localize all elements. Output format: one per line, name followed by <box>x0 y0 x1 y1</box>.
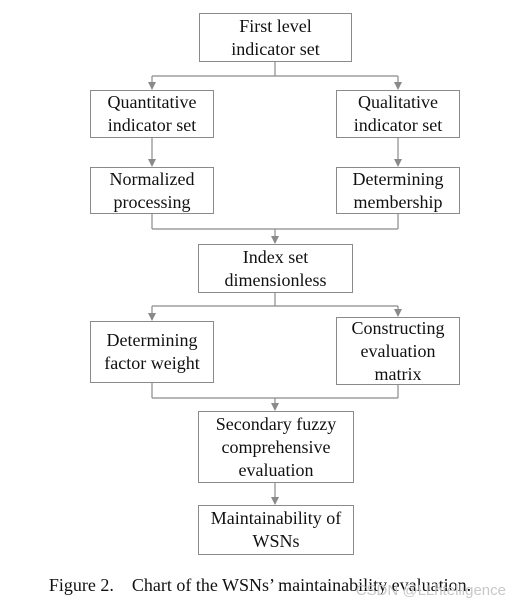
index-set-dimensionless-box: Index set dimensionless <box>198 244 353 293</box>
first-level-indicator-set-box: First level indicator set <box>199 13 352 62</box>
figure-caption: Figure 2. Chart of the WSNs’ maintainabi… <box>48 575 472 595</box>
qualitative-indicator-set-box: Qualitative indicator set <box>336 90 460 138</box>
normalized-processing-box: Normalized processing <box>90 167 214 214</box>
determining-factor-weight-box: Determining factor weight <box>90 321 214 383</box>
maintainability-of-wsns-box: Maintainability of WSNs <box>198 505 354 555</box>
determining-membership-box: Determining membership <box>336 167 460 214</box>
quantitative-indicator-set-box: Quantitative indicator set <box>90 90 214 138</box>
secondary-fuzzy-evaluation-box: Secondary fuzzy comprehensive evaluation <box>198 411 354 483</box>
watermark-text: CSDN @LLhtelligence <box>355 582 506 599</box>
constructing-evaluation-matrix-box: Constructing evaluation matrix <box>336 317 460 385</box>
